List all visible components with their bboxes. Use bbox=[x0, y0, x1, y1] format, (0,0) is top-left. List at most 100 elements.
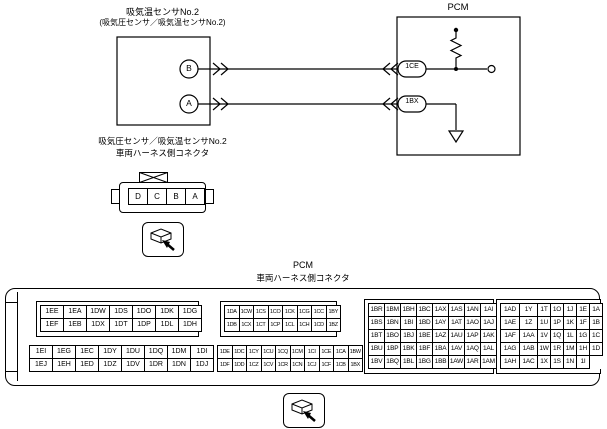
pin-cell: 1BW bbox=[347, 345, 363, 359]
pin-cell: 1BX bbox=[347, 358, 363, 372]
open-terminal-icon bbox=[487, 64, 496, 74]
pin-cell: 1DO bbox=[132, 305, 156, 319]
pin-cell: 1W bbox=[537, 342, 551, 356]
pin-cell: 1N bbox=[563, 355, 577, 369]
pin-cell: 1CP bbox=[267, 318, 283, 332]
sensor-box bbox=[116, 36, 211, 126]
ground-icon bbox=[447, 130, 465, 144]
pin-cell: 1DF bbox=[217, 358, 233, 372]
slot-a: A bbox=[185, 188, 205, 205]
pin-cell: 1AE bbox=[500, 316, 520, 330]
pin-cell: 1EI bbox=[29, 345, 53, 359]
pin-cell: 1V bbox=[537, 329, 551, 343]
pin-cell: 1EH bbox=[52, 358, 76, 372]
pin-cell: 1U bbox=[537, 316, 551, 330]
pin-cell: 1AN bbox=[464, 303, 481, 317]
connector-side-tab bbox=[111, 189, 120, 204]
pin-cell: 1O bbox=[550, 303, 564, 317]
pin-cell: 1DW bbox=[86, 305, 110, 319]
pin-cell: 1E bbox=[576, 303, 590, 317]
inline-connector-icon bbox=[382, 97, 399, 111]
pin-cell: 1C bbox=[589, 329, 603, 343]
pin-cell: 1BR bbox=[368, 303, 385, 317]
connector-lock-icon bbox=[139, 172, 168, 183]
pin-cell: 1BP bbox=[384, 342, 401, 356]
pin-cell: 1AL bbox=[480, 342, 497, 356]
pin-cell: 1DP bbox=[132, 318, 156, 332]
pin-cell: 1CW bbox=[238, 305, 254, 319]
pin-cell: 1J bbox=[563, 303, 577, 317]
connector-view-icon bbox=[283, 393, 325, 428]
pcm-box bbox=[396, 16, 521, 156]
plug-arrow-drawing bbox=[150, 228, 175, 251]
pin-cell: 1I bbox=[576, 355, 590, 369]
pin-cell: 1CN bbox=[289, 358, 305, 372]
pin-cell: 1H bbox=[576, 342, 590, 356]
pin-cell: 1AQ bbox=[464, 342, 481, 356]
pin-cell: 1EB bbox=[63, 318, 87, 332]
pin-cell: 1S bbox=[550, 355, 564, 369]
pin-cell: 1CE bbox=[318, 345, 334, 359]
pin-cell: 1M bbox=[563, 342, 577, 356]
circuit-svg bbox=[116, 16, 521, 156]
pin-cell: 1BY bbox=[325, 305, 341, 319]
pin-cell: 1DV bbox=[121, 358, 145, 372]
pin-cell: 1DI bbox=[190, 345, 214, 359]
pin-cell: 1AW bbox=[448, 355, 465, 369]
pin-cell: 1AU bbox=[448, 329, 465, 343]
pin-cell: 1BU bbox=[368, 342, 385, 356]
pin-cell: 1BF bbox=[416, 342, 433, 356]
pin-cell: 1P bbox=[550, 316, 564, 330]
pin-cell: 1BD bbox=[416, 316, 433, 330]
junction-dot bbox=[453, 27, 459, 33]
pin-cell: 1AR bbox=[464, 355, 481, 369]
pin-cell: 1DJ bbox=[190, 358, 214, 372]
pin-cell: 1BN bbox=[384, 316, 401, 330]
pin-cell: 1CM bbox=[289, 345, 305, 359]
pin-cell: 1AV bbox=[448, 342, 465, 356]
pin-cell: 1T bbox=[537, 303, 551, 317]
pin-cell: 1BM bbox=[384, 303, 401, 317]
sensor-pin-a-label: A bbox=[186, 98, 192, 108]
slot-c: C bbox=[147, 188, 167, 205]
pin-cell: 1CG bbox=[296, 305, 312, 319]
sensor-connector-label-2: 車両ハーネス側コネクタ bbox=[115, 148, 210, 158]
pin-cell: 1CH bbox=[296, 318, 312, 332]
pin-cell: 1DC bbox=[231, 345, 247, 359]
pin-cell: 1D bbox=[589, 342, 603, 356]
pcm-terminal-1ce-label: 1CE bbox=[405, 63, 419, 70]
pin-cell: 1A bbox=[589, 303, 603, 317]
pin-cell: 1EJ bbox=[29, 358, 53, 372]
pin-cell: 1BJ bbox=[400, 329, 417, 343]
inline-connector-icon bbox=[212, 62, 229, 76]
pin-cell: 1R bbox=[550, 342, 564, 356]
pin-cell: 1BL bbox=[400, 355, 417, 369]
pin-cell: 1AX bbox=[432, 303, 449, 317]
pin-cell: 1BZ bbox=[325, 318, 341, 332]
pin-cell: 1DR bbox=[144, 358, 168, 372]
pin-cell: 1AT bbox=[448, 316, 465, 330]
pin-cell: 1BH bbox=[400, 303, 417, 317]
pin-cell: 1Y bbox=[519, 303, 538, 317]
pin-cell: 1AP bbox=[464, 329, 481, 343]
pin-cell: 1CO bbox=[267, 305, 283, 319]
pin-cell: 1BS bbox=[368, 316, 385, 330]
pin-cell: 1AK bbox=[480, 329, 497, 343]
pin-cell: 1G bbox=[576, 329, 590, 343]
pin-cell: 1DU bbox=[121, 345, 145, 359]
connector-edge-detail bbox=[17, 292, 18, 381]
connector-edge-detail bbox=[6, 371, 17, 372]
pin-cell: 1DS bbox=[109, 305, 133, 319]
